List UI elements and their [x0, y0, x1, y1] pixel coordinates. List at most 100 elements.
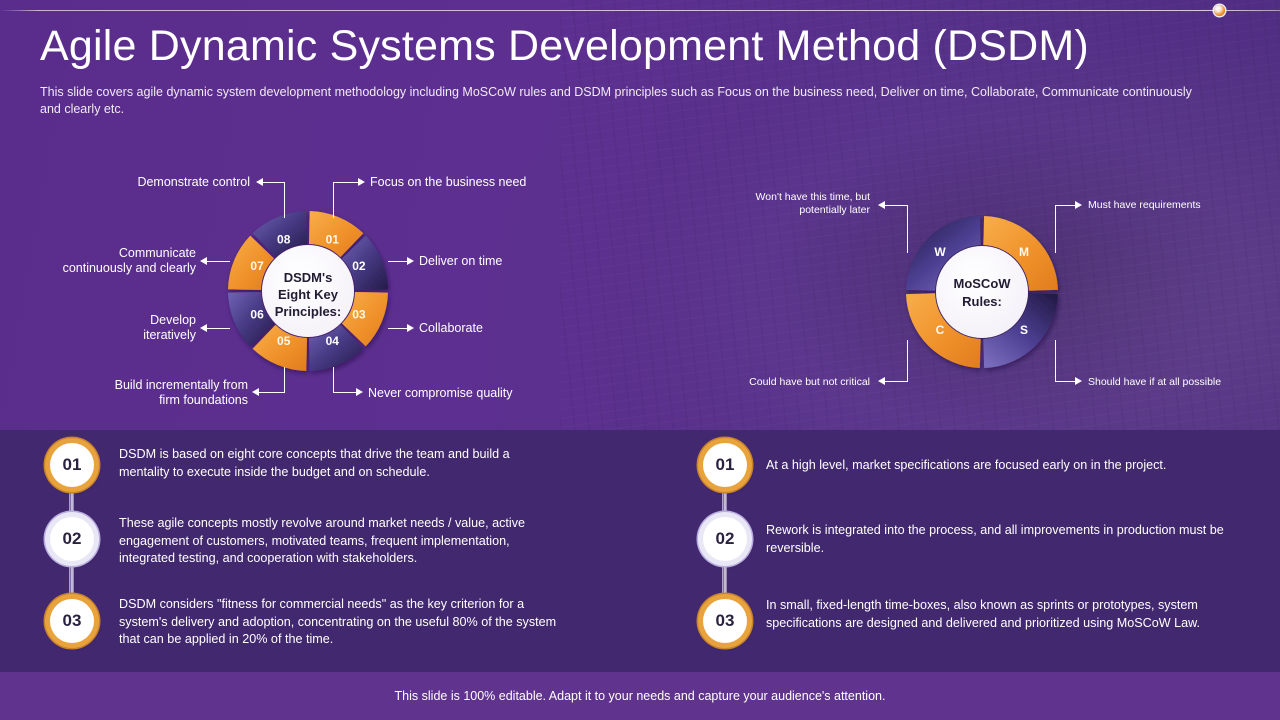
principle-number-05: 05 [277, 334, 291, 348]
page-subtitle: This slide covers agile dynamic system d… [40, 85, 1192, 116]
bullet-left-3-badge: 03 [50, 599, 94, 643]
principles-hub-line-3: Principles: [275, 304, 341, 319]
bullet-rail-left-1 [69, 480, 74, 528]
moscow-label-should: Should have if at all possible [1088, 376, 1222, 388]
principle-segment-01[interactable] [308, 211, 364, 258]
connector-wont-horiz [884, 205, 908, 207]
principle-number-01: 01 [326, 232, 340, 246]
principle-number-07: 07 [250, 259, 264, 273]
connector-should-horiz [1055, 381, 1079, 383]
connector-01-arrow-icon [358, 178, 365, 186]
principle-segment-08[interactable] [252, 211, 308, 258]
connector-01-vert [333, 183, 335, 218]
connector-05-horiz [258, 392, 285, 394]
moscow-segment-wont[interactable] [906, 216, 981, 291]
moscow-label-could: Could have but not critical [749, 376, 870, 388]
bullet-left-2-text: These agile concepts mostly revolve arou… [119, 516, 526, 565]
moscow-letter-should: S [1020, 323, 1028, 337]
bullet-left-2-badge: 02 [50, 517, 94, 561]
principle-segment-02[interactable] [341, 235, 388, 291]
principles-hub-circle [262, 245, 354, 337]
connector-02-horiz [388, 261, 410, 263]
bullet-right-3-text: In small, fixed-length time-boxes, also … [766, 598, 1201, 630]
connector-wont-arrow-icon [878, 201, 885, 209]
connector-should-vert [1055, 340, 1057, 382]
connector-could-vert [907, 340, 909, 382]
top-divider-rule [0, 10, 1280, 11]
connector-03-arrow-icon [407, 324, 414, 332]
moscow-donut-svg: M S C W MoSCoW Rules: [906, 216, 1058, 368]
moscow-letter-must: M [1019, 245, 1029, 259]
connector-must-horiz [1055, 205, 1079, 207]
principle-label-06: Develop iteratively [143, 313, 196, 342]
connector-02-arrow-icon [407, 257, 414, 265]
principle-label-08: Demonstrate control [137, 175, 250, 189]
connector-07-horiz [206, 261, 230, 263]
connector-06-arrow-icon [200, 324, 207, 332]
moscow-segments-group: M S C W MoSCoW Rules: [906, 216, 1058, 368]
principles-hub-line-1: DSDM's [284, 270, 333, 285]
principle-label-04: Never compromise quality [368, 386, 513, 400]
connector-04-vert [333, 367, 335, 393]
bullet-right-1-badge: 01 [703, 443, 747, 487]
bullet-left-3-text: DSDM considers "fitness for commercial n… [119, 597, 557, 646]
principle-label-01: Focus on the business need [370, 175, 527, 189]
connector-should-arrow-icon [1075, 377, 1082, 385]
moscow-hub-circle [936, 246, 1028, 338]
principle-label-07: Communicate continuously and clearly [62, 246, 196, 275]
principle-number-08: 08 [277, 232, 291, 246]
principle-number-06: 06 [250, 307, 264, 321]
moscow-letter-could: C [936, 323, 945, 337]
connector-05-vert [284, 367, 286, 393]
moscow-segment-could[interactable] [906, 293, 981, 368]
lower-content-band [0, 430, 1280, 672]
bullet-rail-left-2 [69, 555, 74, 603]
principle-label-03: Collaborate [419, 321, 483, 335]
top-rule-knob-icon [1214, 5, 1225, 16]
moscow-hub-line-2: Rules: [962, 294, 1002, 309]
connector-03-horiz [388, 328, 410, 330]
principle-segment-05[interactable] [252, 324, 308, 371]
principles-hub-line-2: Eight Key [278, 287, 339, 302]
connector-must-arrow-icon [1075, 201, 1082, 209]
bullet-left-1-badge: 01 [50, 443, 94, 487]
principle-segment-07[interactable] [228, 235, 275, 291]
principle-segments-group: 01 02 03 04 05 06 07 08 DSDM's Eight Key… [228, 211, 388, 371]
moscow-label-wont: Won't have this time, but potentially la… [755, 191, 870, 216]
page-title: Agile Dynamic Systems Development Method… [40, 22, 1089, 70]
connector-08-vert [284, 183, 286, 218]
principle-number-04: 04 [326, 334, 340, 348]
connector-08-arrow-icon [256, 178, 263, 186]
bullet-left-1-text: DSDM is based on eight core concepts tha… [119, 447, 510, 479]
bullet-rail-right-1 [722, 480, 727, 528]
connector-must-vert [1055, 205, 1057, 253]
connector-07-arrow-icon [200, 257, 207, 265]
moscow-segment-should[interactable] [983, 293, 1058, 368]
bullet-right-2-text: Rework is integrated into the process, a… [766, 523, 1224, 555]
moscow-segment-must[interactable] [983, 216, 1058, 291]
moscow-label-must: Must have requirements [1088, 199, 1201, 211]
bullet-right-2-badge: 02 [703, 517, 747, 561]
bullet-right-3-badge: 03 [703, 599, 747, 643]
footer-band [0, 672, 1280, 720]
bullet-rail-right-2 [722, 555, 727, 603]
footer-note: This slide is 100% editable. Adapt it to… [394, 689, 886, 703]
dsdm-principles-wheel: 01 02 03 04 05 06 07 08 DSDM's Eight Key… [225, 200, 391, 382]
moscow-hub-line-1: MoSCoW [953, 276, 1011, 291]
connector-could-horiz [884, 381, 908, 383]
principle-segment-06[interactable] [228, 291, 275, 347]
connector-06-horiz [206, 328, 230, 330]
principle-label-05: Build incrementally from firm foundation… [114, 378, 248, 407]
principle-number-02: 02 [352, 259, 366, 273]
bullet-right-1-text: At a high level, market specifications a… [766, 458, 1167, 472]
principle-segment-04[interactable] [308, 324, 364, 371]
principle-segment-03[interactable] [341, 291, 388, 347]
moscow-rules-wheel: M S C W MoSCoW Rules: [903, 213, 1061, 371]
principle-label-02: Deliver on time [419, 254, 503, 268]
dsdm-principles-donut-svg: 01 02 03 04 05 06 07 08 DSDM's Eight Key… [228, 211, 388, 371]
connector-could-arrow-icon [878, 377, 885, 385]
moscow-letter-wont: W [934, 245, 946, 259]
connector-04-horiz [333, 392, 359, 394]
connector-08-horiz [262, 182, 285, 184]
